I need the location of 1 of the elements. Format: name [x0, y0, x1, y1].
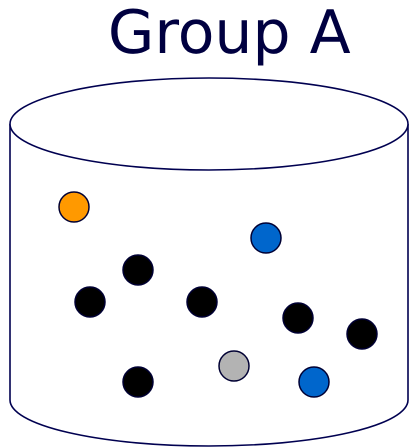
group-title: Group A [108, 0, 351, 70]
